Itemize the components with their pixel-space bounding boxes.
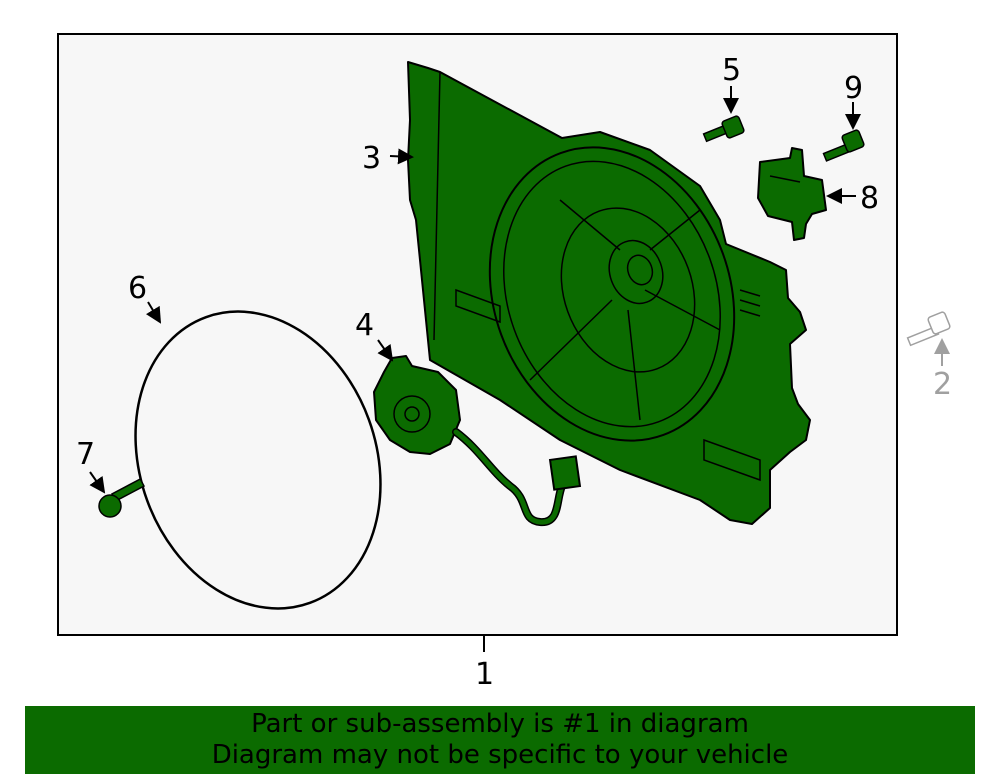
callout-3-leader [389,148,414,165]
seal-ring-part-6[interactable] [95,277,421,643]
callout-1[interactable]: 1 [475,657,494,692]
notice-banner: Part or sub-assembly is #1 in diagram Di… [25,706,975,774]
fan-shroud[interactable] [407,61,811,525]
resistor-part-8[interactable] [757,147,827,241]
callout-8[interactable]: 8 [860,181,879,216]
callout-4[interactable]: 4 [355,308,374,343]
bolt-part-2[interactable] [906,311,951,347]
callout-7-leader [89,471,106,494]
fan-motor[interactable] [373,355,582,526]
bolt-part-9[interactable] [822,129,865,162]
bolt-part-5[interactable] [702,115,745,143]
callout-9[interactable]: 9 [844,71,863,106]
banner-line-2: Diagram may not be specific to your vehi… [211,740,789,770]
callout-6-leader [145,301,162,324]
banner-line-1: Part or sub-assembly is #1 in diagram [251,709,749,739]
callout-4-leader [377,339,394,362]
callout-2[interactable]: 2 [933,367,952,402]
callout-7[interactable]: 7 [76,437,95,472]
callout-5[interactable]: 5 [722,53,741,88]
callout-3[interactable]: 3 [362,141,381,176]
screw-part-7[interactable] [98,477,146,518]
callout-6[interactable]: 6 [128,271,147,306]
